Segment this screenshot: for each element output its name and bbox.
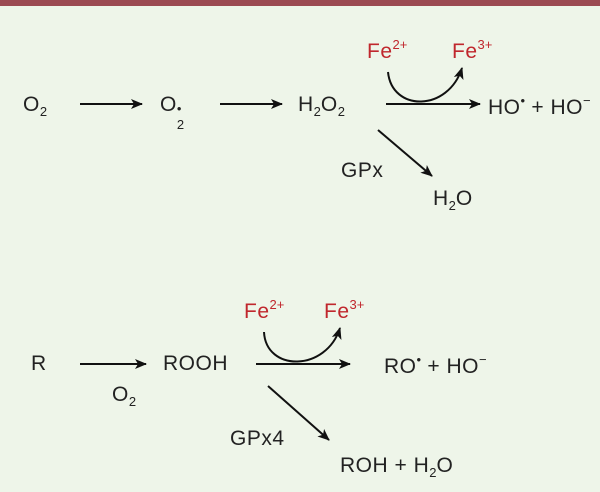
arrow-gpx-to-water <box>377 129 433 177</box>
water-label-1: H2O <box>433 187 473 213</box>
hydrogen-peroxide-label: H2O2 <box>298 93 345 119</box>
ferric-iron-label-2: Fe3+ <box>324 297 365 323</box>
ferrous-iron-label-2: Fe2+ <box>244 297 285 323</box>
oxygen-label: O2 <box>23 93 48 119</box>
alcohol-water-label: ROH + H2O <box>340 454 454 480</box>
arrow-gpx4-to-roh <box>267 385 330 441</box>
oxygen-label-2: O2 <box>112 383 137 409</box>
top-accent-bar <box>0 0 600 6</box>
gpx4-enzyme-label: GPx4 <box>230 427 285 450</box>
ferrous-iron-label-1: Fe2+ <box>367 37 408 63</box>
arrow-iron-oxidation-2 <box>263 327 342 363</box>
arrow-iron-oxidation-1 <box>387 67 464 103</box>
superoxide-label: O•2 <box>160 93 185 132</box>
alkoxyl-products-label: RO• + HO− <box>384 352 487 378</box>
lipid-r-label: R <box>31 352 47 375</box>
gpx-enzyme-label: GPx <box>341 159 384 182</box>
lipid-hydroperoxide-label: ROOH <box>163 352 228 375</box>
hydroxyl-products-label-1: HO• + HO− <box>488 93 591 119</box>
ferric-iron-label-1: Fe3+ <box>452 37 493 63</box>
